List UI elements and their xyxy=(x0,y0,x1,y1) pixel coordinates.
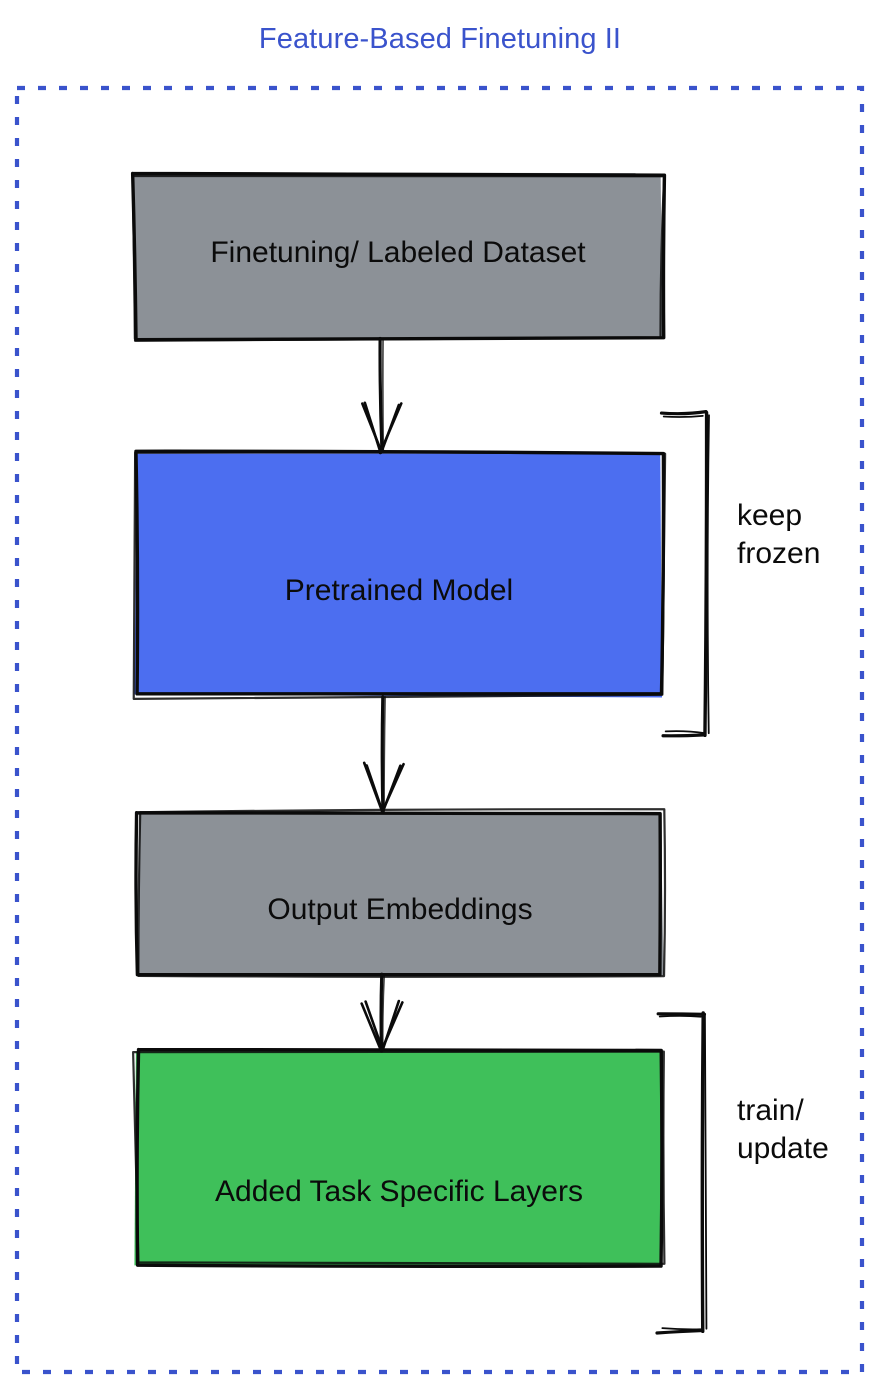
arrow-model-to-embeddings xyxy=(362,695,405,814)
box-output-embeddings-shape xyxy=(134,808,667,978)
box-pretrained-model-fill xyxy=(134,453,663,698)
bracket-train-update-spine-1 xyxy=(704,1014,708,1330)
box-pretrained-model-outline-1 xyxy=(132,451,667,701)
arrow-model-to-embeddings-barb-r-1 xyxy=(381,762,405,813)
bracket-keep-frozen-spine-1 xyxy=(706,414,710,735)
arrow-dataset-to-model-barb-r-1 xyxy=(378,402,403,455)
dashed-outer-frame xyxy=(14,85,865,1375)
node-label-finetuning-dataset: Finetuning/ Labeled Dataset xyxy=(210,236,586,269)
node-label-pretrained-model: Pretrained Model xyxy=(284,574,514,607)
box-added-task-specific-layers-fill xyxy=(134,1050,664,1266)
bracket-label-train-update: train/ update xyxy=(737,1094,829,1166)
arrow-embeddings-to-layers-shaft-0 xyxy=(379,972,384,1053)
node-output-embeddings[interactable] xyxy=(138,812,662,974)
node-label-added-task-specific-layers: Added Task Specific Layers xyxy=(215,1175,583,1208)
bracket-label-keep-frozen: keep frozen xyxy=(737,499,821,571)
box-output-embeddings-outline-1 xyxy=(137,808,667,978)
arrow-model-to-embeddings-shaft-1 xyxy=(383,696,386,813)
arrow-model-to-embeddings-barb-l-1 xyxy=(362,761,384,813)
box-finetuning-dataset-fill xyxy=(132,172,663,339)
box-output-embeddings-outline-0 xyxy=(134,811,662,977)
arrow-embeddings-to-layers xyxy=(360,972,404,1053)
box-added-task-specific-layers-shape xyxy=(132,1047,666,1269)
arrow-dataset-to-model xyxy=(361,336,403,455)
arrow-embeddings-to-layers-shaft-1 xyxy=(381,972,386,1050)
bracket-train-update-arm-top-0 xyxy=(656,1012,707,1016)
bracket-train-update-arm-bottom-1 xyxy=(661,1327,702,1331)
node-pretrained-model[interactable] xyxy=(136,452,662,696)
arrow-dataset-to-model-shaft-0 xyxy=(378,336,384,453)
bracket-train-update-arm-top-1 xyxy=(658,1015,702,1018)
bracket-train-update xyxy=(655,1011,708,1335)
node-label-output-embeddings: Output Embeddings xyxy=(267,893,533,926)
bracket-keep-frozen-arm-top-0 xyxy=(659,410,708,416)
bracket-keep-frozen-spine-0 xyxy=(703,410,709,738)
box-finetuning-dataset-shape xyxy=(130,171,667,342)
node-finetuning-dataset[interactable] xyxy=(134,174,662,338)
bracket-train-update-spine-0 xyxy=(700,1011,705,1334)
bracket-keep-frozen-arm-top-1 xyxy=(662,415,704,418)
box-pretrained-model-shape xyxy=(132,449,667,701)
bracket-keep-frozen-arm-bottom-1 xyxy=(664,730,706,734)
arrow-dataset-to-model-barb-l-1 xyxy=(361,402,384,454)
node-added-task-specific-layers[interactable] xyxy=(136,1050,662,1265)
bracket-keep-frozen-arm-bottom-0 xyxy=(661,733,707,738)
arrow-model-to-embeddings-shaft-0 xyxy=(380,695,385,813)
page-title: Feature-Based Finetuning II xyxy=(258,23,622,55)
bracket-keep-frozen xyxy=(659,410,710,738)
arrow-embeddings-to-layers-barb-l-1 xyxy=(360,1002,383,1052)
bracket-train-update-arm-bottom-0 xyxy=(655,1328,705,1335)
box-output-embeddings-fill xyxy=(138,811,664,976)
arrow-embeddings-to-layers-barb-l-0 xyxy=(364,1000,384,1052)
box-added-task-specific-layers-outline-1 xyxy=(132,1050,666,1265)
arrow-embeddings-to-layers-barb-r-1 xyxy=(380,1001,404,1051)
box-finetuning-dataset-outline-1 xyxy=(131,174,666,342)
